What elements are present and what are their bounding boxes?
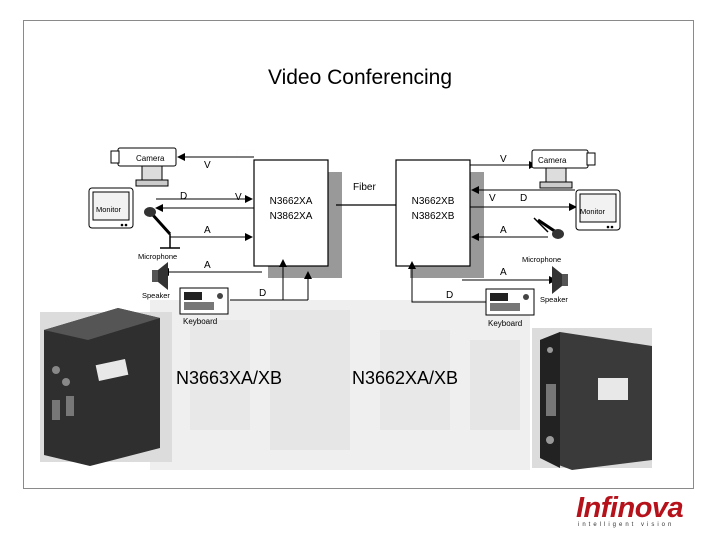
fiber-label: Fiber <box>353 182 376 193</box>
right-keyboard-data-label: D <box>446 290 453 301</box>
left-speaker-audio-label: A <box>204 260 211 271</box>
right-speaker-audio-label: A <box>500 267 507 278</box>
right-speaker-label: Speaker <box>540 295 568 304</box>
right-monitor-label: Monitor <box>580 207 606 216</box>
right-data-label: D <box>520 193 527 204</box>
right-keyboard-label: Keyboard <box>488 319 522 328</box>
right-video-out-label: V <box>489 193 496 204</box>
left-monitor-label: Monitor <box>96 205 122 214</box>
right-speaker-icon <box>552 266 568 294</box>
right-node-label-2: N3862XB <box>412 211 455 222</box>
left-video-in-label: V <box>204 160 211 171</box>
left-microphone-label: Microphone <box>138 252 177 261</box>
left-video-out-label: V <box>235 192 242 203</box>
left-device-photo <box>40 308 172 466</box>
infinova-tagline: intelligent vision <box>578 522 674 528</box>
right-camera-label: Camera <box>538 156 567 165</box>
left-camera-label: Camera <box>136 154 165 163</box>
left-microphone-icon <box>144 207 180 248</box>
left-speaker-icon <box>152 262 168 290</box>
left-node-label-1: N3662XA <box>270 196 313 207</box>
right-microphone-icon <box>534 218 564 239</box>
left-node-label-2: N3862XA <box>270 211 313 222</box>
left-mic-audio-label: A <box>204 225 211 236</box>
right-keyboard-icon <box>486 289 534 315</box>
left-data-label: D <box>180 191 187 202</box>
right-mic-audio-label: A <box>500 225 507 236</box>
left-keyboard-label: Keyboard <box>183 317 217 326</box>
left-keyboard-icon <box>180 288 228 314</box>
model-label-left: N3663XA/XB <box>176 368 282 389</box>
left-keyboard-data-label: D <box>259 288 266 299</box>
right-video-in-label: V <box>500 154 507 165</box>
right-node-label-1: N3662XB <box>412 196 455 207</box>
infinova-logo: Infinova <box>576 492 683 525</box>
right-microphone-label: Microphone <box>522 255 561 264</box>
right-device-photo <box>532 328 652 470</box>
model-label-right: N3662XA/XB <box>352 368 458 389</box>
left-speaker-label: Speaker <box>142 291 170 300</box>
